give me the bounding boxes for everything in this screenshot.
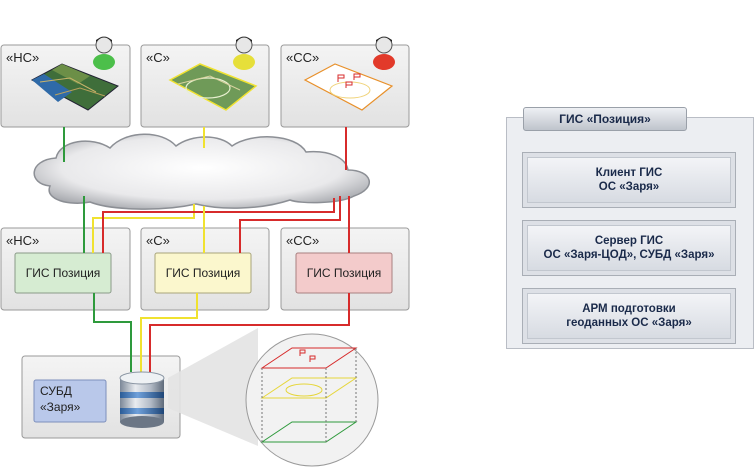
panel-item-server-text: Сервер ГИС ОС «Заря-ЦОД», СУБД «Заря» — [527, 225, 731, 271]
zoom-circle — [245, 333, 379, 467]
user-green-icon — [93, 36, 115, 70]
top-label-ns: «НС» — [6, 50, 40, 65]
gis-label-ss: ГИС Позиция — [306, 266, 382, 280]
gis-box-ss — [295, 252, 393, 294]
panel-item-client: Клиент ГИС ОС «Заря» — [522, 152, 736, 208]
connections — [63, 127, 350, 372]
gis-label-ns: ГИС Позиция — [25, 266, 101, 280]
mid-label-ss: «СС» — [286, 233, 320, 248]
mid-label-s: «С» — [146, 233, 170, 248]
map-icon — [30, 63, 119, 111]
gis-box-ns — [14, 252, 112, 294]
user-red-icon — [373, 36, 395, 70]
db-label-box — [33, 379, 107, 423]
panel-title: ГИС «Позиция» — [523, 107, 687, 131]
gis-label-s: ГИС Позиция — [165, 266, 241, 280]
map-icon-s — [168, 63, 258, 111]
map-icon-ss — [303, 63, 394, 111]
user-yellow-icon — [233, 36, 255, 70]
db-label-2: «Заря» — [40, 400, 81, 414]
cloud-icon — [33, 133, 371, 210]
top-label-ss: «СС» — [286, 50, 320, 65]
zoom-funnel — [168, 328, 258, 446]
zoom-cube — [260, 347, 358, 443]
panel-item-server: Сервер ГИС ОС «Заря-ЦОД», СУБД «Заря» — [522, 220, 736, 276]
database-icon — [119, 371, 165, 428]
panel-item-arm-text: АРМ подготовки геоданных ОС «Заря» — [527, 293, 731, 339]
mid-label-ns: «НС» — [6, 233, 40, 248]
panel-item-client-text: Клиент ГИС ОС «Заря» — [527, 157, 731, 203]
top-label-s: «С» — [146, 50, 170, 65]
panel-item-arm: АРМ подготовки геоданных ОС «Заря» — [522, 288, 736, 344]
db-label-1: СУБД — [40, 384, 72, 398]
